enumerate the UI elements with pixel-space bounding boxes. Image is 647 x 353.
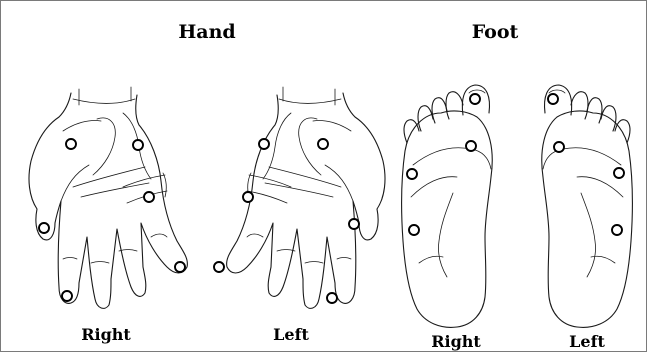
foot-left-drawing [542,85,633,327]
hand-left-point-pinky-tip [214,262,224,272]
foot-left-point-ball [554,142,564,152]
hand-right-point-palm-edge [133,140,143,150]
foot-left-point-outer-arch [614,168,624,178]
hand-left-drawing [214,87,385,308]
hand-right-point-thumb-base [66,139,76,149]
foot-right-point-ball [466,141,476,151]
hand-right-point-index-tip [62,291,72,301]
hand-right-drawing [29,87,187,308]
foot-right-point-big-toe [470,94,480,104]
foot-left-point-outer-heel [612,225,622,235]
hand-right-point-thumb-tip [39,223,49,233]
foot-right-point-outer-arch [407,169,417,179]
hand-left-point-thumb-base [318,139,328,149]
foot-right-drawing [402,85,493,327]
foot-left-point-big-toe [548,94,558,104]
hand-left-point-palm-edge [259,139,269,149]
hand-right-point-pinky-tip [175,262,185,272]
hand-left-point-thumb-tip [349,219,359,229]
hand-right-point-palm-band [144,192,154,202]
foot-right-point-outer-heel [409,225,419,235]
hand-left-point-palm-band [243,192,253,202]
hand-left-point-index-tip [327,293,337,303]
